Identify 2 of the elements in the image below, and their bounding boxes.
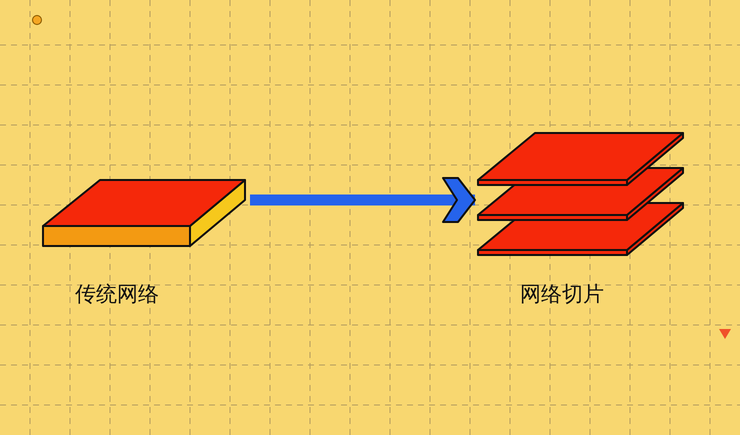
node-label: 网络切片: [520, 281, 604, 308]
node-label: 传统网络: [75, 281, 159, 308]
